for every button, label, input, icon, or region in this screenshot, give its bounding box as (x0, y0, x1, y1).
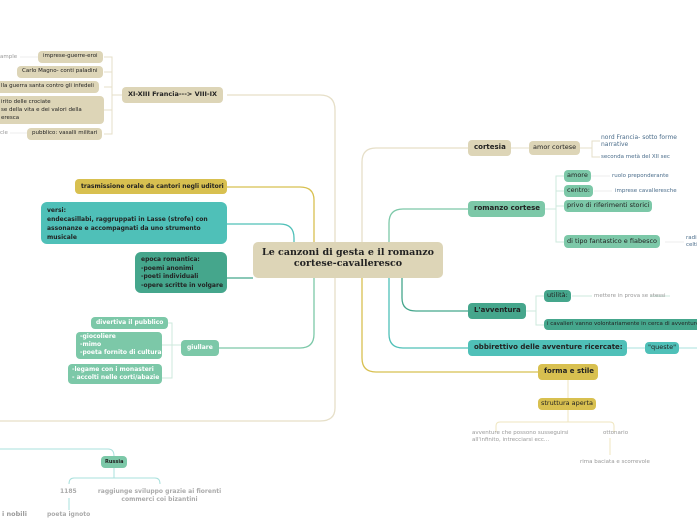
russia-note: i nobili (2, 510, 27, 518)
note: ruolo preponderante (612, 173, 669, 179)
objective-node[interactable]: obbirettivo delle avventure ricercate: (468, 340, 627, 356)
russia-note: raggiunge sviluppo grazie ai fiorenti co… (97, 488, 222, 503)
origin-node[interactable]: XI-XIII Francia---> VIII-IX (122, 87, 224, 103)
adventure-node[interactable]: L'avventura (468, 303, 526, 319)
romance-child[interactable]: di tipo fantastico e fiabesco (564, 235, 661, 248)
origin-child[interactable]: lla guerra santa contro gli infedeli (0, 81, 99, 93)
note: rima baciata e scorrevole (580, 459, 650, 465)
note: ottonario (603, 430, 629, 436)
jester-child[interactable]: -giocoliere -mimo -poeta fornito di cult… (76, 332, 162, 359)
form-style-node[interactable]: forma e stile (538, 364, 598, 380)
note: avventure che possono susseguirsi all'in… (472, 430, 569, 443)
note: celti (686, 242, 697, 248)
knights-node[interactable]: i cavalieri vanno volontariamente in cer… (544, 319, 697, 330)
note: imprese cavalleresche (615, 188, 677, 194)
epoch-node[interactable]: epoca romantica: -poemi anonimi -poeti i… (135, 252, 227, 293)
courtesy-node[interactable]: cortesia (468, 140, 511, 156)
jester-node[interactable]: giullare (181, 340, 219, 356)
romance-child[interactable]: centro: (564, 185, 593, 197)
russia-note: 1185 (60, 488, 77, 495)
romance-child[interactable]: privo di riferimenti storici (564, 200, 653, 212)
open-structure-node[interactable]: struttura aperta (538, 398, 596, 410)
transmission-node[interactable]: trasmissione orale da cantori negli udit… (75, 179, 227, 194)
jester-child[interactable]: -legame con i monasteri - accolti nelle … (68, 364, 162, 384)
courtly-love-node[interactable]: amor cortese (529, 141, 581, 155)
quests-node[interactable]: "queste" (645, 342, 680, 354)
utility-node[interactable]: utilità: (544, 290, 571, 302)
romance-child[interactable]: amore (564, 170, 591, 182)
origin-child[interactable]: pubblico: vasalli militari (27, 128, 103, 140)
note: radi (686, 235, 697, 241)
note: ample (0, 54, 18, 60)
jester-child[interactable]: divertiva il pubblico (91, 317, 169, 329)
russia-node[interactable]: Russia (101, 456, 128, 468)
note: cle (0, 130, 8, 136)
note: mettere in prova se stessi (594, 293, 666, 299)
note: nord Francia- sotto forme narrative (601, 134, 677, 148)
note: seconda metà del XII sec (601, 154, 670, 160)
central-topic[interactable]: Le canzoni di gesta e il romanzo cortese… (253, 242, 443, 278)
origin-child[interactable]: imprese-guerre-eroi (38, 51, 103, 63)
russia-note: poeta ignoto (47, 511, 91, 518)
origin-child[interactable]: Carlo Magno- conti paladini (17, 66, 103, 78)
romance-node[interactable]: romanzo cortese (468, 201, 545, 217)
origin-child[interactable]: irito delle crociate se della vita e dei… (0, 96, 104, 124)
verses-node[interactable]: versi: endecasillabi, raggruppati in Las… (41, 202, 227, 244)
